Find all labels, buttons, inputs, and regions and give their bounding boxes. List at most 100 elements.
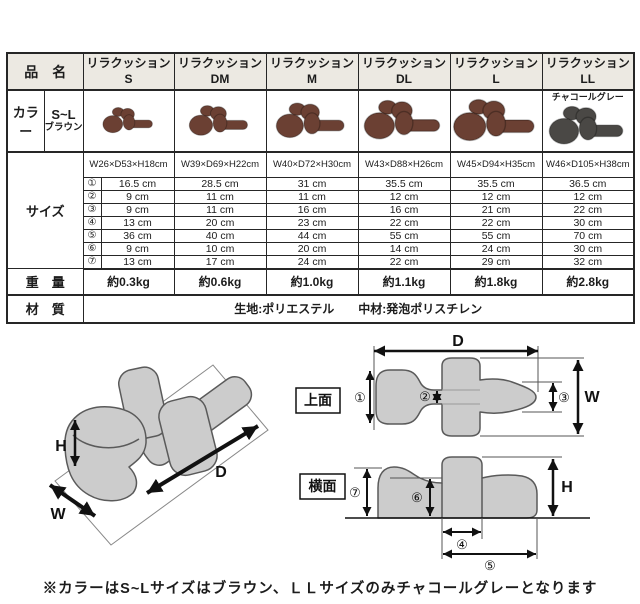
size-value: 55 cm: [449, 228, 543, 243]
table-row: ① 16.5 cm 28.5 cm 31 cm 35.5 cm 35.5 cm …: [7, 176, 635, 191]
side-view-diagram: ⑦ ⑥ H ④ ⑤ 横面: [299, 456, 590, 572]
cushion-image: [548, 105, 624, 145]
size-value: 9 cm: [100, 241, 175, 256]
width-arrow: [48, 483, 97, 518]
size-value: 13 cm: [100, 254, 175, 270]
size-value: 10 cm: [173, 241, 267, 256]
size-value: 24 cm: [449, 241, 543, 256]
table-row: ⑦ 13 cm 17 cm 24 cm 22 cm 29 cm 32 cm: [7, 254, 635, 270]
product-header-dl: リラクッション DL: [357, 52, 451, 91]
product-brand: リラクッション: [454, 55, 539, 70]
measure-4-label: ④: [456, 537, 468, 552]
size-value: 11 cm: [173, 202, 267, 217]
side-view-label: 横面: [309, 478, 337, 494]
size-value: 35.5 cm: [449, 176, 543, 191]
charcoal-color-note: チャコールグレー: [551, 92, 624, 103]
table-row: 品 名 リラクッション S リラクッション DM リラクッション M リラクッシ…: [6, 52, 635, 91]
size-value: 70 cm: [541, 228, 635, 243]
table-row: ④ 13 cm 20 cm 23 cm 22 cm 22 cm 30 cm: [7, 215, 635, 230]
depth-label: D: [215, 464, 227, 481]
cushion-photo-s: [82, 89, 175, 153]
dimensions-s: W26×D53×H18cm: [82, 151, 175, 178]
product-size-code: DM: [210, 71, 230, 86]
depth-arrow: [145, 424, 260, 495]
size-value: 44 cm: [265, 228, 359, 243]
size-item-number: ②: [82, 189, 102, 204]
dimensions-dl: W43×D88×H26cm: [357, 151, 451, 178]
product-brand: リラクッション: [270, 55, 355, 70]
cushion-image: [453, 98, 535, 141]
spec-table: 品 名 リラクッション S リラクッション DM リラクッション M リラクッシ…: [6, 52, 636, 324]
size-value: 22 cm: [541, 202, 635, 217]
size-value: 23 cm: [265, 215, 359, 230]
size-value: 11 cm: [265, 189, 359, 204]
product-size-code: S: [124, 71, 133, 86]
product-brand: リラクッション: [178, 55, 263, 70]
cushion-image: [275, 101, 345, 138]
size-value: 30 cm: [541, 241, 635, 256]
table-row: ⑤ 36 cm 40 cm 44 cm 55 cm 55 cm 70 cm: [7, 228, 635, 243]
cushion-image: [101, 107, 153, 134]
color-row-label: カラー: [6, 89, 45, 153]
table-row: 材 質 生地:ポリエステル 中材:発泡ポリスチレン: [6, 294, 635, 323]
cushion-photo-dl: [357, 89, 451, 153]
size-value: 20 cm: [173, 215, 267, 230]
top-view-label: 上面: [304, 392, 332, 408]
size-value: 35.5 cm: [357, 176, 451, 191]
size-value: 28.5 cm: [173, 176, 267, 191]
size-value: 16 cm: [357, 202, 451, 217]
depth-label: D: [452, 334, 464, 350]
size-value: 24 cm: [265, 254, 359, 270]
size-item-number: ⑤: [82, 228, 102, 243]
weight-dm: 約0.6kg: [173, 268, 267, 296]
dimensions-l: W45×D94×H35cm: [449, 151, 543, 178]
weight-s: 約0.3kg: [82, 268, 175, 296]
size-value: 36.5 cm: [541, 176, 635, 191]
table-row: ③ 9 cm 11 cm 16 cm 16 cm 21 cm 22 cm: [7, 202, 635, 217]
product-brand: リラクッション: [362, 55, 447, 70]
size-item-number: ⑥: [82, 241, 102, 256]
cushion-top-silhouette: [375, 357, 537, 437]
size-value: 32 cm: [541, 254, 635, 270]
size-value: 16 cm: [265, 202, 359, 217]
measure-5-label: ⑤: [484, 558, 496, 572]
size-item-number: ③: [82, 202, 102, 217]
measure-3-label: ③: [558, 390, 570, 405]
dimensions-ll: W46×D105×H38cm: [541, 151, 635, 178]
product-size-code: DL: [396, 71, 413, 86]
size-value: 22 cm: [357, 254, 451, 270]
measure-6-label: ⑥: [411, 490, 423, 505]
width-label: W: [50, 506, 66, 523]
material-row-label: 材 質: [6, 294, 84, 323]
material-value: 生地:ポリエステル 中材:発泡ポリスチレン: [82, 294, 635, 323]
size-value: 11 cm: [173, 189, 267, 204]
weight-dl: 約1.1kg: [357, 268, 451, 296]
size-value: 31 cm: [265, 176, 359, 191]
size-value: 9 cm: [100, 189, 175, 204]
size-value: 55 cm: [357, 228, 451, 243]
color-scope-range: S~L: [51, 107, 76, 123]
corner-label: 品 名: [6, 52, 84, 91]
measure-1-label: ①: [354, 390, 366, 405]
size-item-number: ④: [82, 215, 102, 230]
product-brand: リラクッション: [545, 55, 630, 70]
size-value: 14 cm: [357, 241, 451, 256]
cushion-image: [363, 99, 441, 140]
top-view-diagram: D W ① ② ③ 上面: [295, 334, 600, 437]
size-value: 12 cm: [449, 189, 543, 204]
color-scope-name: ブラウン: [44, 122, 83, 134]
dimensions-m: W40×D72×H30cm: [265, 151, 359, 178]
cushion-line-art: [64, 366, 253, 502]
color-scope-cell: S~L ブラウン: [43, 89, 84, 153]
weight-l: 約1.8kg: [449, 268, 543, 296]
size-value: 17 cm: [173, 254, 267, 270]
size-value: 22 cm: [357, 215, 451, 230]
product-header-s: リラクッション S: [82, 52, 175, 91]
cushion-image: [188, 104, 249, 136]
product-header-m: リラクッション M: [265, 52, 359, 91]
size-value: 22 cm: [449, 215, 543, 230]
table-row: 重 量 約0.3kg 約0.6kg 約1.0kg 約1.1kg 約1.8kg 約…: [6, 268, 635, 296]
cushion-photo-dm: [173, 89, 267, 153]
height-label: H: [561, 479, 573, 496]
